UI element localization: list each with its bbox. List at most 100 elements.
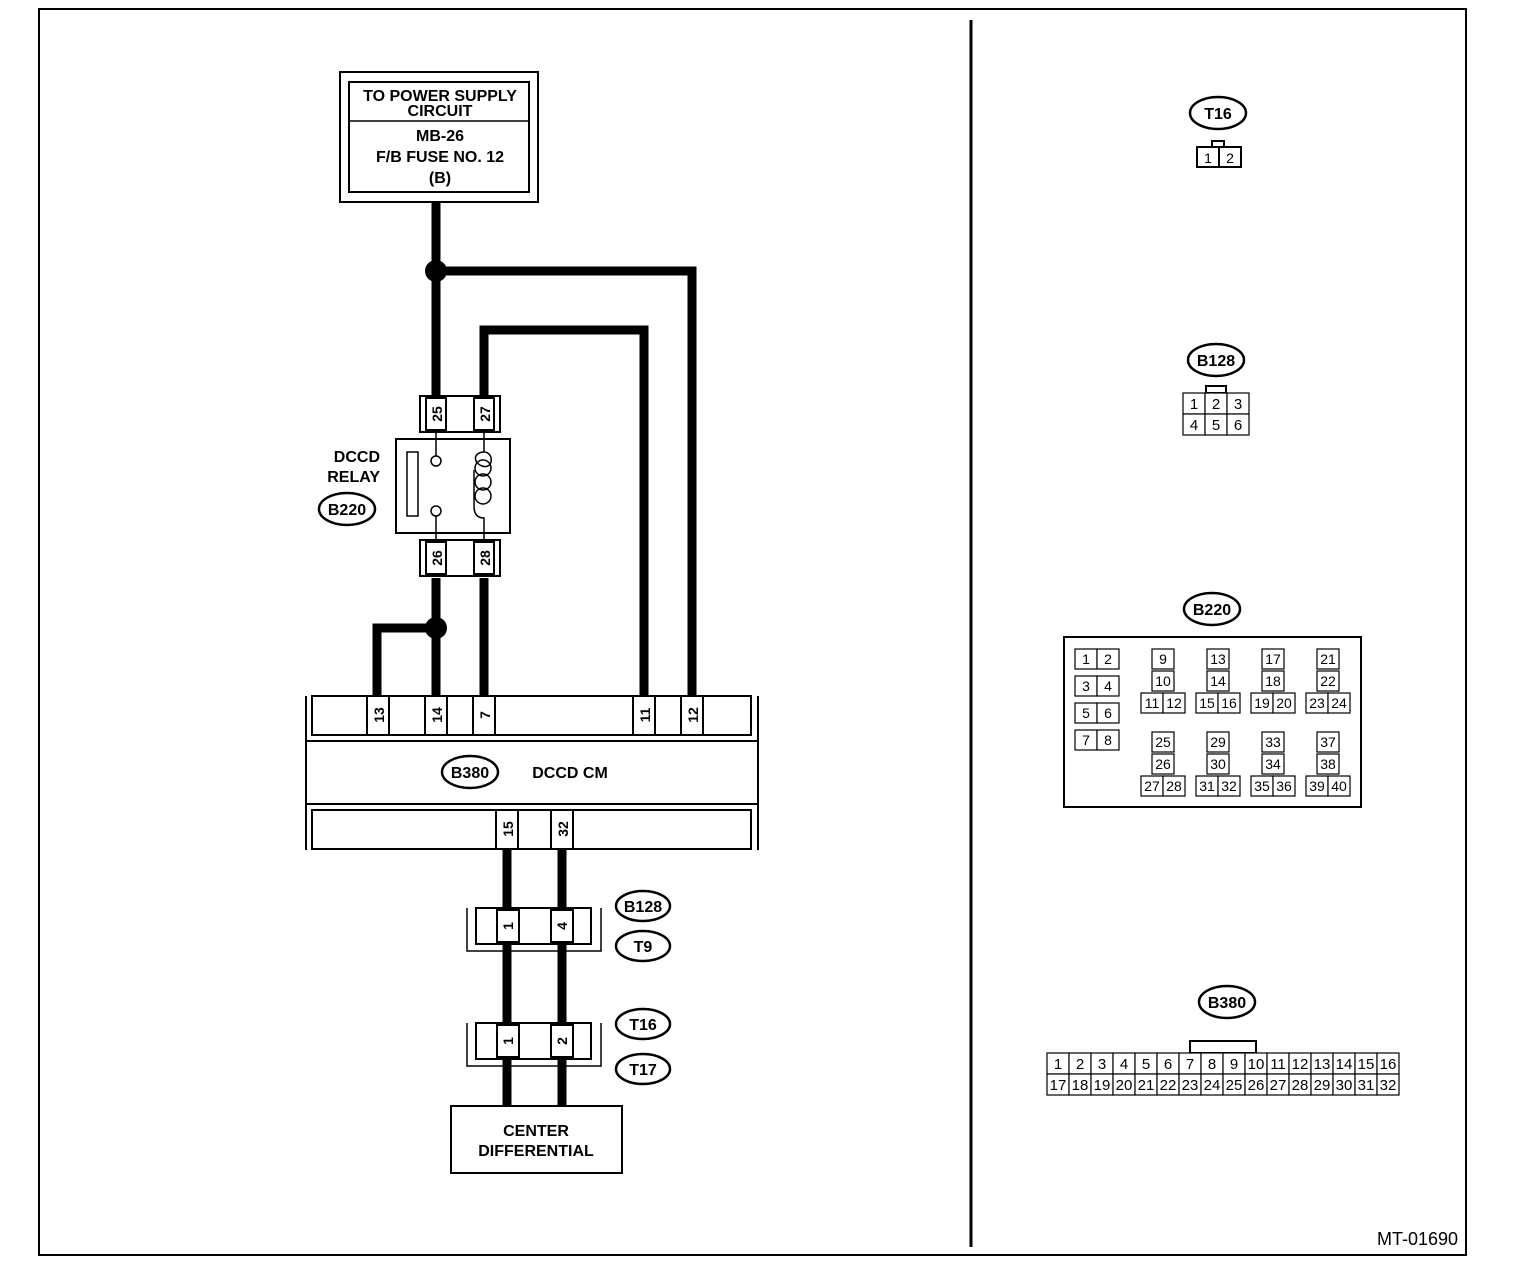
b220-pin-cell — [1316, 753, 1340, 775]
b380-pin-1: 1 — [1054, 1056, 1062, 1073]
relay-pin-26: 26 — [429, 550, 445, 566]
cm-pin-7: 7 — [477, 711, 493, 719]
b380-pin-21: 21 — [1138, 1077, 1155, 1094]
b220-pin-31: 31 — [1199, 778, 1215, 794]
t16-view-name: T16 — [1204, 106, 1232, 123]
b380-pin-29: 29 — [1314, 1077, 1331, 1094]
b220-pin-34: 34 — [1265, 756, 1281, 772]
b380-pin-31: 31 — [1358, 1077, 1375, 1094]
b220-pin-cell — [1316, 731, 1340, 753]
b128-view-name: B128 — [1197, 353, 1235, 370]
b220-pin-20: 20 — [1276, 695, 1292, 711]
t16-view-pin-2: 2 — [1226, 150, 1234, 166]
b220-pin-3: 3 — [1082, 678, 1090, 694]
b380-pin-cell — [1376, 1073, 1400, 1096]
joint1-connector-a: B128 — [624, 899, 662, 916]
b220-pin-6: 6 — [1104, 705, 1112, 721]
diagram-frame — [38, 8, 1467, 1256]
relay-connector-name: B220 — [328, 502, 366, 519]
b128-pin-2: 2 — [1212, 396, 1220, 413]
b220-pin-cell — [1217, 775, 1241, 797]
b220-pin-35: 35 — [1254, 778, 1270, 794]
b220-pin-cell — [1162, 692, 1186, 714]
b220-pin-cell — [1206, 753, 1230, 775]
b220-pin-cell — [1206, 731, 1230, 753]
joint1-connector-b: T9 — [634, 939, 653, 956]
b128-pin-4: 4 — [1190, 417, 1198, 434]
b220-pin-30: 30 — [1210, 756, 1226, 772]
b220-pin-cell — [1272, 692, 1296, 714]
b220-pin-9: 9 — [1159, 651, 1167, 667]
joint2-connector-a: T16 — [629, 1017, 657, 1034]
joint2-connector-b: T17 — [629, 1062, 657, 1079]
b380-pin-20: 20 — [1116, 1077, 1133, 1094]
b220-pin-cell — [1151, 731, 1175, 753]
relay-pin-25: 25 — [429, 406, 445, 422]
splice-point-top — [425, 260, 447, 282]
b380-pin-13: 13 — [1314, 1056, 1331, 1073]
b220-pin-cell — [1272, 775, 1296, 797]
b128-pin-cell — [1226, 413, 1250, 436]
b220-pin-21: 21 — [1320, 651, 1336, 667]
wire-relay-26-to-cm-13 — [372, 623, 436, 696]
b380-pin-8: 8 — [1208, 1056, 1216, 1073]
b220-pin-33: 33 — [1265, 734, 1281, 750]
power-supply-line2: CIRCUIT — [408, 103, 473, 120]
joint-connector-t16-t17: 1 2 T16 T17 — [466, 1007, 672, 1086]
relay-label-line2: RELAY — [327, 469, 380, 486]
figure-code: MT-01690 — [1377, 1229, 1458, 1249]
b220-pin-11: 11 — [1145, 695, 1160, 711]
b380-pin-25: 25 — [1226, 1077, 1243, 1094]
b380-pin-15: 15 — [1358, 1056, 1375, 1073]
cm-pin-14: 14 — [429, 707, 445, 723]
center-diff-line2: DIFFERENTIAL — [478, 1143, 594, 1160]
b220-pin-cell — [1327, 775, 1351, 797]
b220-pin-39: 39 — [1309, 778, 1325, 794]
b128-pin-6: 6 — [1234, 417, 1242, 434]
relay-pin-28: 28 — [477, 550, 493, 566]
cm-connector-name: B380 — [451, 765, 489, 782]
b380-pin-7: 7 — [1186, 1056, 1194, 1073]
cm-pin-13: 13 — [371, 707, 387, 723]
wires — [372, 202, 697, 1107]
b380-pin-10: 10 — [1248, 1056, 1265, 1073]
splice-point-bottom — [425, 617, 447, 639]
wire-supply-to-cm-12 — [436, 266, 697, 696]
b380-pin-27: 27 — [1270, 1077, 1287, 1094]
b220-pin-cell — [1206, 648, 1230, 670]
b220-pin-18: 18 — [1265, 673, 1281, 689]
b220-pin-36: 36 — [1276, 778, 1292, 794]
b220-pin-12: 12 — [1166, 695, 1182, 711]
b380-pin-28: 28 — [1292, 1077, 1309, 1094]
relay-connector-tag: B220 — [317, 491, 377, 527]
b220-pin-cell — [1096, 675, 1120, 697]
b220-pin-26: 26 — [1155, 756, 1171, 772]
power-supply-line4: F/B FUSE NO. 12 — [376, 149, 504, 166]
b220-pin-cell — [1096, 648, 1120, 670]
joint-connector-b128-t9: 1 4 B128 T9 — [466, 889, 672, 963]
b220-pin-28: 28 — [1166, 778, 1182, 794]
b220-pin-29: 29 — [1210, 734, 1226, 750]
b380-pin-17: 17 — [1050, 1077, 1067, 1094]
b380-pin-5: 5 — [1142, 1056, 1150, 1073]
b220-pin-22: 22 — [1320, 673, 1336, 689]
power-supply-line3: MB-26 — [416, 128, 464, 145]
b220-pin-37: 37 — [1320, 734, 1336, 750]
b380-pin-6: 6 — [1164, 1056, 1172, 1073]
power-supply-box: TO POWER SUPPLY CIRCUIT MB-26 F/B FUSE N… — [339, 71, 539, 203]
b220-pin-24: 24 — [1331, 695, 1347, 711]
b220-pin-10: 10 — [1155, 673, 1171, 689]
b220-pin-15: 15 — [1199, 695, 1215, 711]
b220-pin-14: 14 — [1210, 673, 1226, 689]
b220-view-name: B220 — [1193, 602, 1231, 619]
b380-pin-14: 14 — [1336, 1056, 1353, 1073]
b220-pin-cell — [1261, 670, 1285, 692]
b380-pin-9: 9 — [1230, 1056, 1238, 1073]
b380-pin-30: 30 — [1336, 1077, 1353, 1094]
b220-pin-cell — [1316, 648, 1340, 670]
b220-pin-cell — [1261, 648, 1285, 670]
b220-pin-1: 1 — [1082, 651, 1090, 667]
b380-view-name: B380 — [1208, 995, 1246, 1012]
